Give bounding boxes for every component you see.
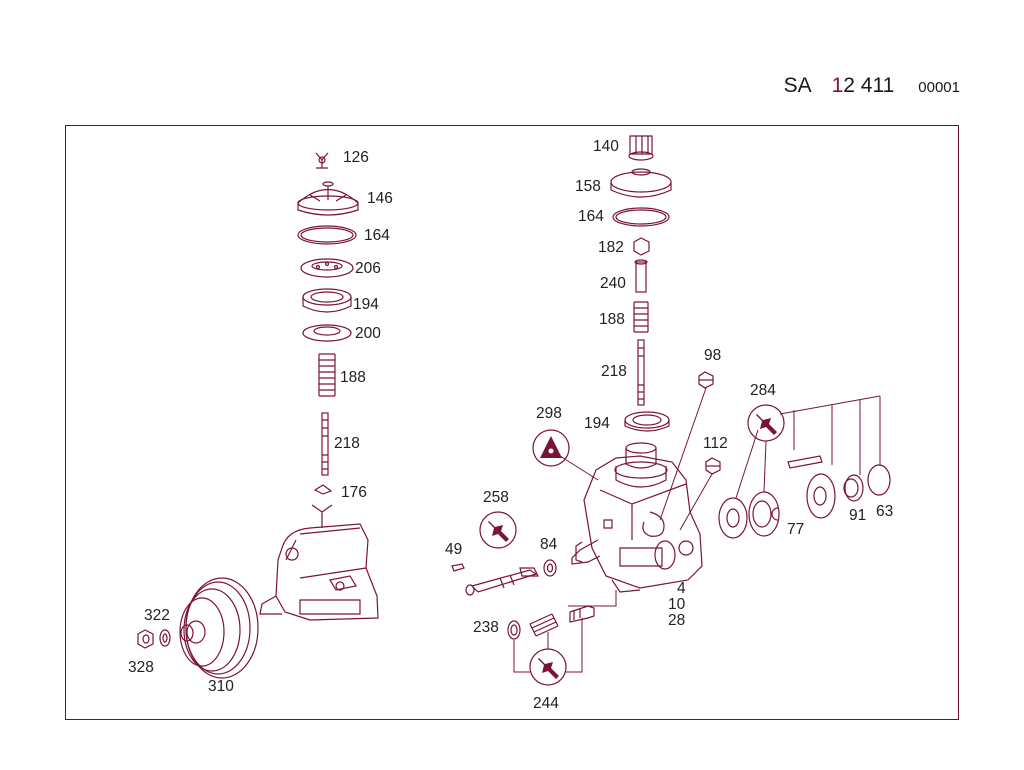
- part-pump-body-left: [259, 504, 379, 621]
- label-4: 4: [677, 580, 686, 597]
- part-nut-182: [633, 237, 650, 256]
- part-spring-188b: [633, 301, 649, 333]
- part-cap-nut-140: [628, 135, 654, 161]
- label-200: 200: [355, 325, 381, 342]
- part-seal-ring-164a: [297, 225, 357, 245]
- part-ring-238: [507, 620, 521, 640]
- part-bushing-194a: [302, 288, 352, 313]
- label-112: 112: [703, 435, 728, 452]
- part-bushing-194b: [624, 411, 670, 432]
- label-126: 126: [343, 149, 369, 166]
- header-number-rest: 2 411: [843, 74, 895, 97]
- label-328: 328: [128, 659, 154, 676]
- part-key-49: [451, 563, 465, 572]
- label-91: 91: [849, 507, 867, 524]
- diagram-frame: [65, 125, 959, 720]
- part-wing-nut-126: [315, 152, 329, 169]
- part-washer-200: [302, 324, 352, 342]
- part-spring-188a: [318, 353, 336, 397]
- label-218b: 218: [601, 363, 627, 380]
- label-158: 158: [575, 178, 601, 195]
- label-284: 284: [750, 382, 776, 399]
- part-washer-322: [159, 629, 171, 647]
- part-cover-146: [297, 181, 359, 216]
- part-seal-ring-164b: [612, 207, 670, 227]
- part-clip-176: [313, 484, 333, 495]
- part-rotor-assembly: [718, 455, 891, 539]
- header-prefix: SA: [783, 74, 812, 97]
- header-sub: 00001: [918, 79, 960, 96]
- label-182: 182: [598, 239, 624, 256]
- label-188: 188: [340, 369, 366, 386]
- header-number: 12 411: [832, 74, 895, 98]
- part-spring-244: [529, 613, 559, 637]
- label-298: 298: [536, 405, 562, 422]
- label-206: 206: [355, 260, 381, 277]
- label-240: 240: [600, 275, 626, 292]
- label-310: 310: [208, 678, 234, 695]
- label-238: 238: [473, 619, 499, 636]
- label-146: 146: [367, 190, 393, 207]
- label-49: 49: [445, 541, 463, 558]
- part-stud-218b: [637, 339, 645, 406]
- wrench-symbol-icon: [747, 404, 785, 442]
- label-63: 63: [876, 503, 894, 520]
- label-194b: 194: [584, 415, 610, 432]
- document-header: SA 12 411 00001: [784, 74, 960, 104]
- part-valve-plate-206: [300, 258, 354, 278]
- label-194: 194: [353, 296, 379, 313]
- label-28: 28: [668, 612, 686, 629]
- wrench-symbol-icon: [529, 648, 567, 686]
- part-fitting-112: [705, 457, 721, 475]
- label-244: 244: [533, 695, 559, 712]
- label-77: 77: [787, 521, 805, 538]
- label-140: 140: [593, 138, 619, 155]
- part-pulley-310: [179, 577, 259, 679]
- part-pump-body-right: [571, 442, 703, 593]
- part-stud-218a: [321, 412, 329, 476]
- label-258: 258: [483, 489, 509, 506]
- label-176: 176: [341, 484, 367, 501]
- part-fitting-98: [698, 371, 714, 389]
- label-188b: 188: [599, 311, 625, 328]
- label-218: 218: [334, 435, 360, 452]
- triangle-symbol-icon: [532, 429, 570, 467]
- label-164: 164: [364, 227, 390, 244]
- part-shaft-258: [465, 567, 539, 596]
- wrench-symbol-icon: [479, 511, 517, 549]
- part-washer-84: [543, 559, 557, 577]
- part-nut-328: [137, 629, 154, 649]
- label-164b: 164: [578, 208, 604, 225]
- label-322: 322: [144, 607, 170, 624]
- part-pin-240: [634, 259, 648, 293]
- header-number-first: 1: [831, 74, 844, 97]
- leader-lines: [513, 387, 881, 673]
- label-98: 98: [704, 347, 722, 364]
- part-cover-158: [610, 168, 672, 198]
- label-84: 84: [540, 536, 558, 553]
- label-10: 10: [668, 596, 686, 613]
